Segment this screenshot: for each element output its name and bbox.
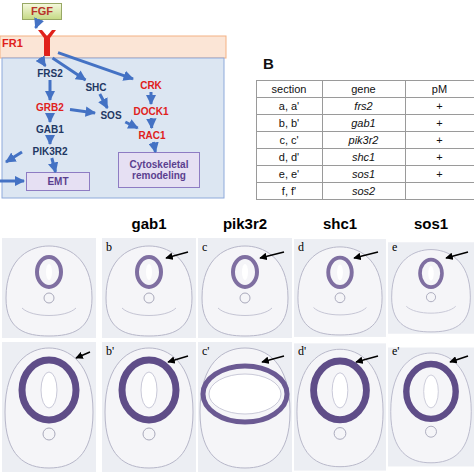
node-text: CRK	[140, 80, 162, 91]
pathway-arrow	[151, 92, 152, 104]
section-letter: d'	[298, 344, 314, 359]
table-cell: f, f'	[256, 185, 322, 197]
section-letter: c'	[202, 344, 218, 359]
table-header: gene	[322, 83, 405, 95]
table-cell: gab1	[322, 117, 405, 129]
table-cell: shc1	[322, 151, 405, 163]
protein-label: GRB2	[30, 100, 70, 114]
cropped-arrow	[0, 180, 24, 183]
section-letter: b'	[106, 344, 122, 359]
cropped-arrow	[6, 152, 22, 162]
protein-label: DOCK1	[128, 104, 174, 118]
protein-label: CRK	[133, 78, 169, 92]
protein-label: SOS	[95, 108, 127, 122]
ligand-box: FGF	[22, 3, 62, 20]
node-text: GRB2	[36, 102, 64, 113]
pathway-arrow	[50, 114, 51, 122]
table-cell: pik3r2	[322, 134, 405, 146]
section-letter: e	[392, 240, 408, 255]
protein-label: FRS2	[30, 66, 70, 80]
table-cell: c, c'	[256, 134, 322, 146]
gene-label: shc1	[294, 215, 386, 232]
gene-label: sos1	[388, 215, 474, 232]
node-text: RAC1	[138, 130, 165, 141]
table-cell: +	[405, 134, 474, 146]
protein-label: PIK3R2	[22, 144, 78, 158]
node-text: Cytoskeletal remodeling	[122, 159, 196, 181]
pathway-arrow	[58, 53, 133, 79]
protein-label: RAC1	[133, 128, 171, 142]
pathway-arrow	[100, 94, 108, 108]
pathway-arrow	[153, 142, 155, 152]
section-letter: d	[298, 240, 314, 255]
pathway-arrow	[50, 136, 51, 144]
receptor-symbol: FR1	[2, 28, 58, 58]
table-cell: +	[405, 100, 474, 112]
membrane-band	[0, 36, 226, 58]
pathway-arrow	[125, 122, 137, 128]
protein-label: SHC	[80, 80, 112, 94]
pathway-arrow	[151, 118, 152, 128]
protein-label: GAB1	[30, 122, 70, 136]
pathway-arrow	[40, 58, 45, 66]
node-text: GAB1	[36, 124, 64, 135]
table-cell: sos1	[322, 168, 405, 180]
table-cell: +	[405, 151, 474, 163]
node-text: SOS	[100, 110, 121, 121]
node-text: FRS2	[37, 68, 63, 79]
table-cell: a, a'	[256, 100, 322, 112]
pathway-arrow	[52, 158, 56, 172]
table-cell: e, e'	[256, 168, 322, 180]
table-cell: d, d'	[256, 151, 322, 163]
section-letter: b	[106, 240, 122, 255]
node-text: SHC	[85, 82, 106, 93]
pathway-arrow	[36, 20, 39, 28]
panel-letter: B	[263, 55, 283, 72]
receptor-glyph	[36, 28, 58, 58]
node-text: FGF	[31, 5, 53, 17]
pathway-arrow	[50, 80, 51, 100]
node-text: FR1	[2, 37, 23, 49]
outcome-box: Cytoskeletal remodeling	[118, 152, 200, 188]
outcome-box: EMT	[26, 172, 90, 191]
pathway-arrow	[70, 110, 95, 113]
table-header: pM	[405, 83, 474, 95]
gene-label: gab1	[102, 215, 196, 232]
cytoplasm-panel	[2, 58, 224, 198]
in-situ-sections	[2, 238, 474, 472]
pointer-arrows	[76, 252, 468, 362]
table-cell: sos2	[322, 185, 405, 197]
table-grid	[256, 80, 474, 200]
node-text: DOCK1	[133, 106, 168, 117]
table-cell: +	[405, 168, 474, 180]
section-letter: e'	[392, 344, 408, 359]
gene-label: pik3r2	[198, 215, 292, 232]
section-letter: c	[202, 240, 218, 255]
table-cell: b, b'	[256, 117, 322, 129]
node-text: PIK3R2	[32, 146, 67, 157]
table-cell: +	[405, 117, 474, 129]
table-header: section	[256, 83, 322, 95]
node-text: EMT	[47, 176, 68, 187]
table-cell: frs2	[322, 100, 405, 112]
